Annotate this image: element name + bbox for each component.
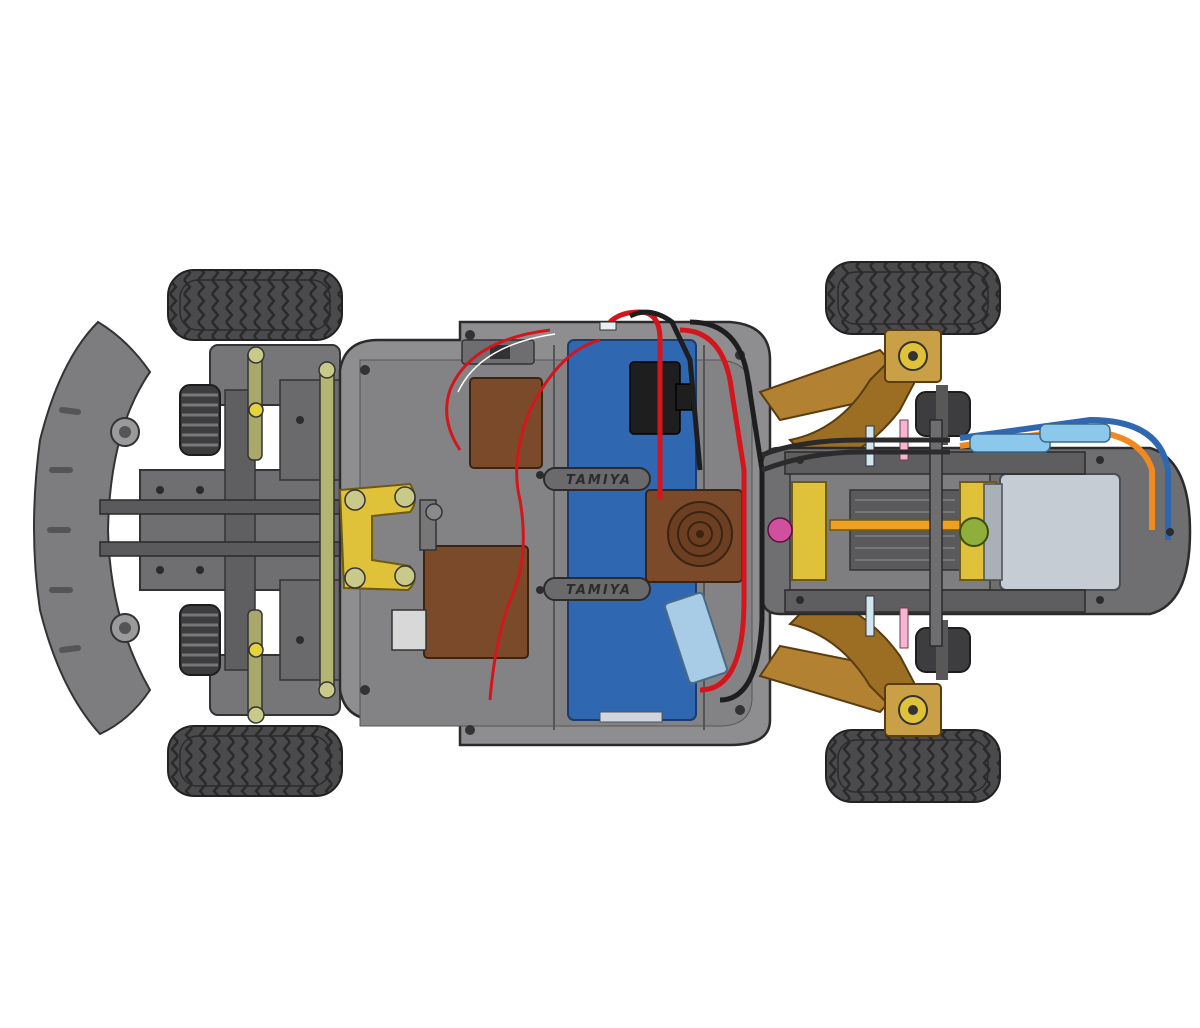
front-left-damper: [179, 384, 221, 456]
rear-right-tire: [825, 729, 1001, 803]
steering-crank: [338, 482, 416, 592]
rear-left-hub: [884, 329, 942, 383]
motor-wires: [959, 416, 1171, 540]
front-right-damper: [179, 604, 221, 676]
capacitor: [664, 591, 728, 685]
rear-axle-bars: [784, 419, 1086, 647]
screws: [156, 416, 1174, 644]
motor: [959, 473, 1121, 591]
rear-right-damper: [915, 620, 971, 680]
strap-label-rear: TAMIYA: [566, 583, 632, 598]
battery-strap-rear: TAMIYA: [543, 577, 651, 601]
receiver: [461, 339, 543, 469]
rear-left-tire: [825, 261, 1001, 335]
front-left-tire: [167, 269, 343, 341]
battery-connector: [629, 361, 693, 435]
battery-strap-front: TAMIYA: [543, 467, 651, 491]
rear-right-hub: [884, 683, 942, 737]
front-bumper: [33, 320, 152, 736]
strap-label-front: TAMIYA: [566, 473, 632, 488]
front-steering-links: [247, 346, 336, 724]
power-wires: [445, 309, 950, 703]
front-right-tire: [167, 725, 343, 797]
esc-unit: [645, 489, 743, 583]
